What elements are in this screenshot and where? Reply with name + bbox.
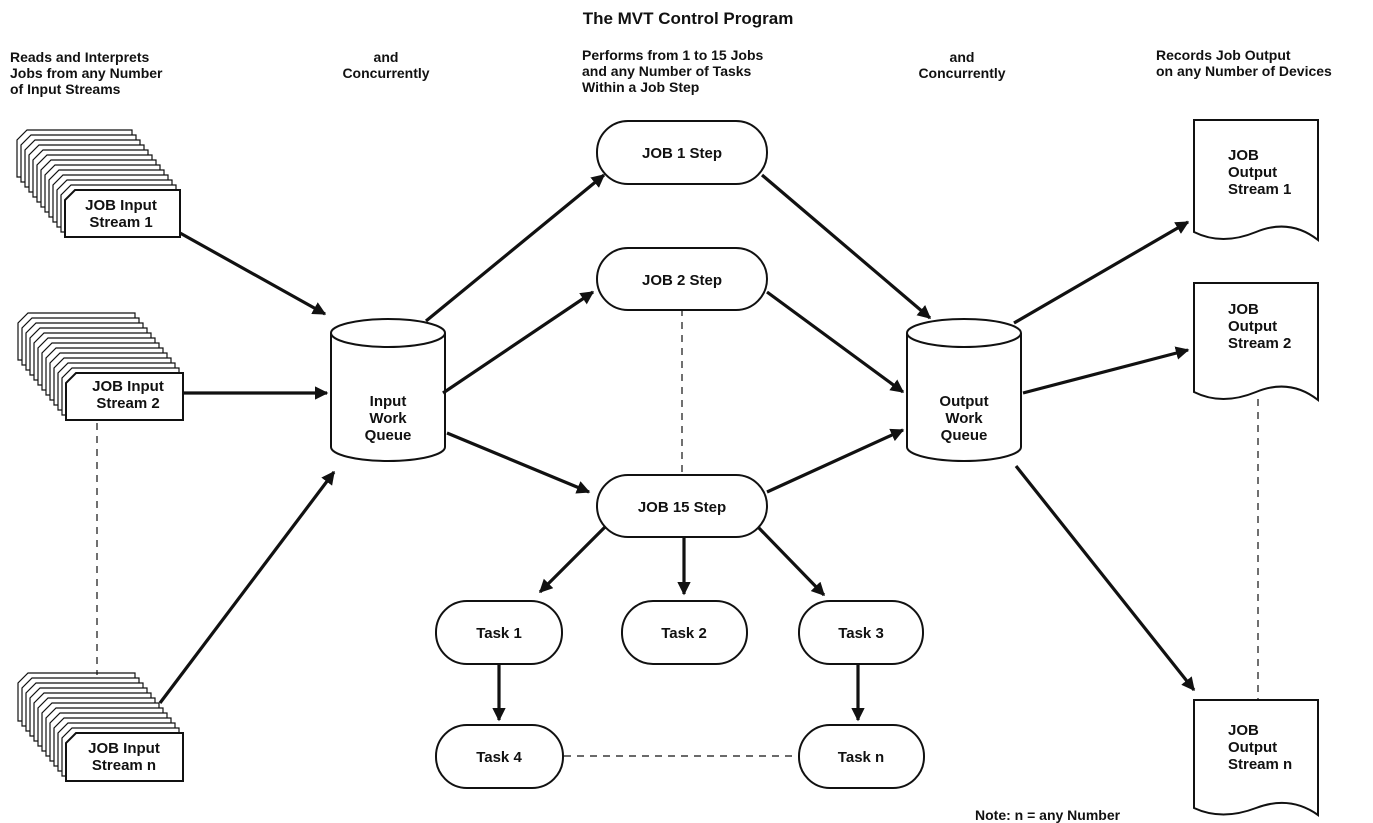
input-stream-2: JOB Input Stream 2 (92, 378, 164, 412)
diagram-title: The MVT Control Program (583, 9, 794, 28)
output-queue-label-line1: Output (939, 393, 988, 410)
arrows (158, 173, 1196, 722)
input-stream-2-label-line2: Stream 2 (96, 395, 159, 412)
output-work-queue: Output Work Queue (906, 318, 1022, 462)
input-stream-2-label-line1: JOB Input (92, 378, 164, 395)
output-stream-2-label-line3: Stream 2 (1228, 335, 1291, 352)
header-performs-line2: and any Number of Tasks (582, 63, 752, 79)
header-concurrently-left: and Concurrently (342, 49, 429, 81)
input-queue-label-line1: Input (370, 393, 407, 410)
front-card (65, 732, 184, 782)
header-input: Reads and Interprets Jobs from any Numbe… (10, 49, 163, 97)
input-stream-n-label-line2: Stream n (92, 757, 156, 774)
header-and-right: and (950, 49, 975, 65)
job-15-step-label: JOB 15 Step (638, 499, 726, 516)
input-queue-label-line3: Queue (365, 427, 412, 444)
input-stream-1: JOB Input Stream 1 (85, 197, 157, 231)
header-output: Records Job Output on any Number of Devi… (1156, 47, 1332, 79)
job-2-step: JOB 2 Step (596, 247, 768, 311)
front-card (64, 189, 181, 238)
output-stream-n-label-line1: JOB (1228, 722, 1259, 739)
arrow-stream1-to-input-queue (179, 231, 327, 316)
input-stream-1-cards (16, 129, 181, 238)
task-3: Task 3 (798, 600, 924, 665)
input-stream-1-label-line1: JOB Input (85, 197, 157, 214)
arrow-input-queue-to-job1 (424, 173, 606, 323)
input-stream-n-cards (17, 672, 184, 782)
input-stream-2-cards (17, 312, 184, 421)
header-performs-line3: Within a Job Step (582, 79, 699, 95)
arrow-job1-to-output-queue (760, 173, 932, 320)
input-work-queue: Input Work Queue (330, 318, 446, 462)
header-output-line1: Records Job Output (1156, 47, 1291, 63)
task-n-label: Task n (838, 749, 884, 766)
job-15-step: JOB 15 Step (596, 474, 768, 538)
output-stream-n-label-line3: Stream n (1228, 756, 1292, 773)
header-performs-line1: Performs from 1 to 15 Jobs (582, 47, 763, 63)
arrow-input-queue-to-job15 (446, 431, 591, 494)
header-concurrently-right-line: Concurrently (918, 65, 1005, 81)
arrow-output-queue-to-streamn (1014, 465, 1196, 692)
input-stream-1-label-line2: Stream 1 (89, 214, 152, 231)
output-stream-n: JOB Output Stream n (1193, 699, 1319, 817)
job-1-step-label: JOB 1 Step (642, 145, 722, 162)
task-4: Task 4 (435, 724, 564, 789)
arrow-job15-to-task1 (538, 525, 607, 594)
output-stream-1-label-line2: Output (1228, 164, 1277, 181)
output-stream-2: JOB Output Stream 2 (1193, 282, 1319, 403)
header-performs: Performs from 1 to 15 Jobs and any Numbe… (582, 47, 763, 95)
arrow-output-queue-to-stream1 (1013, 220, 1190, 325)
task-3-label: Task 3 (838, 625, 884, 642)
output-stream-1-label-line3: Stream 1 (1228, 181, 1291, 198)
arrow-streamn-to-input-queue (158, 470, 336, 704)
header-input-line3: of Input Streams (10, 81, 121, 97)
arrow-job2-to-output-queue (766, 290, 905, 394)
input-stream-n: JOB Input Stream n (88, 740, 160, 774)
output-queue-label-line3: Queue (941, 427, 988, 444)
task-n: Task n (798, 724, 925, 789)
front-card (65, 372, 184, 421)
arrow-input-queue-to-job2 (442, 290, 595, 395)
task-2: Task 2 (621, 600, 748, 665)
task-1-label: Task 1 (476, 625, 522, 642)
task-1: Task 1 (435, 600, 563, 665)
header-input-line1: Reads and Interprets (10, 49, 149, 65)
output-stream-1: JOB Output Stream 1 (1193, 119, 1319, 243)
job-2-step-label: JOB 2 Step (642, 272, 722, 289)
output-stream-1-label-line1: JOB (1228, 147, 1259, 164)
footnote: Note: n = any Number (975, 807, 1121, 823)
task-2-label: Task 2 (661, 625, 707, 642)
arrow-job15-to-task3 (756, 525, 826, 597)
arrow-output-queue-to-stream2 (1022, 346, 1190, 395)
task-4-label: Task 4 (476, 749, 522, 766)
header-input-line2: Jobs from any Number (10, 65, 163, 81)
job-1-step: JOB 1 Step (596, 120, 768, 185)
output-queue-label-line2: Work (945, 410, 983, 427)
output-stream-2-label-line1: JOB (1228, 301, 1259, 318)
header-output-line2: on any Number of Devices (1156, 63, 1332, 79)
output-stream-2-label-line2: Output (1228, 318, 1277, 335)
output-stream-n-label-line2: Output (1228, 739, 1277, 756)
arrow-job15-to-output-queue (766, 428, 905, 494)
header-and-left: and (374, 49, 399, 65)
header-concurrently-left-line: Concurrently (342, 65, 429, 81)
input-stream-n-label-line1: JOB Input (88, 740, 160, 757)
header-concurrently-right: and Concurrently (918, 49, 1005, 81)
input-queue-label-line2: Work (369, 410, 407, 427)
